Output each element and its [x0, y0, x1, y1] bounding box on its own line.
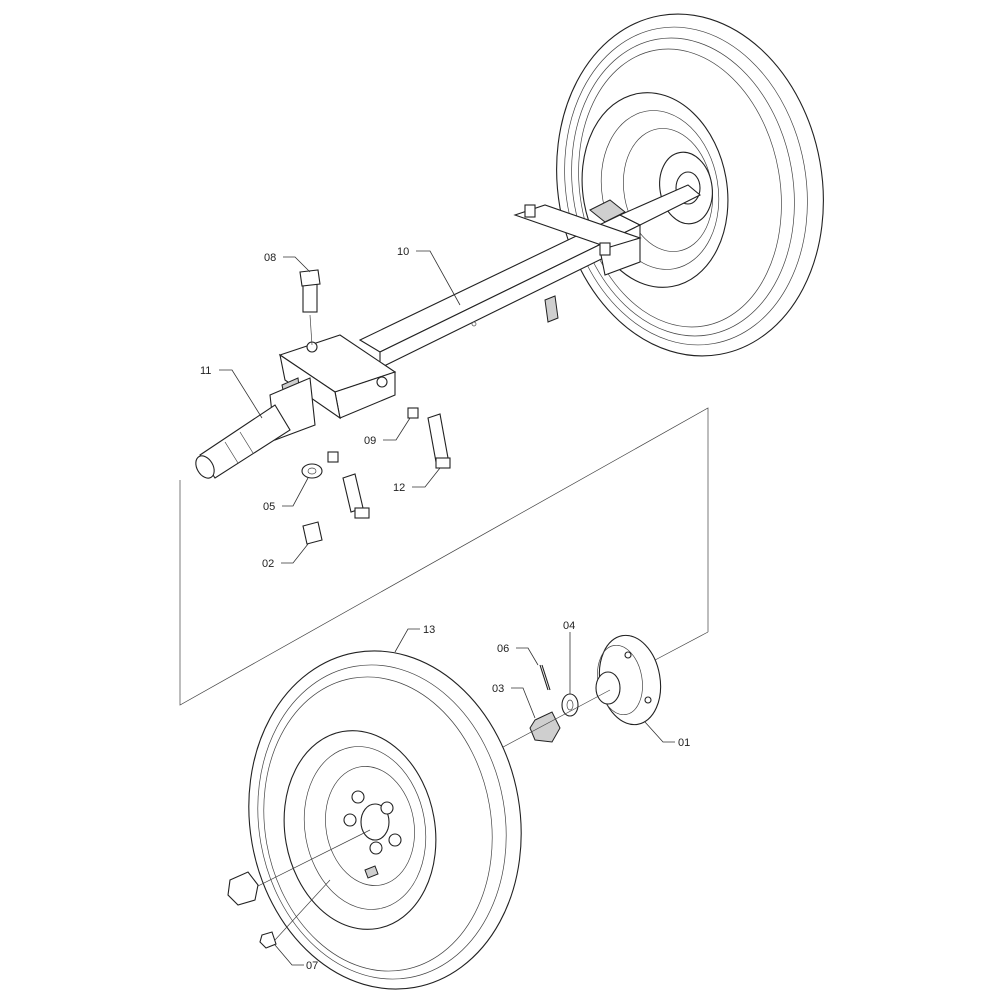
- callout-10: 10: [397, 246, 409, 258]
- callout-02: 02: [262, 558, 274, 570]
- callout-01: 01: [678, 737, 690, 749]
- lower-wheel: [248, 650, 522, 990]
- callout-06: 06: [497, 643, 509, 655]
- left-bracket: [195, 334, 397, 479]
- callout-13: 13: [423, 624, 435, 636]
- hub-assembly: [459, 634, 662, 771]
- callout-09: 09: [364, 435, 376, 447]
- callout-11: 11: [200, 365, 211, 377]
- fasteners: [299, 269, 451, 545]
- callout-12: 12: [393, 482, 405, 494]
- callout-03: 03: [492, 683, 504, 695]
- callouts: 08 10 11 09 12 05 02 13 06 04 03 01 07: [200, 246, 690, 972]
- callout-04: 04: [563, 620, 575, 632]
- hub-cap: [227, 871, 277, 949]
- callout-05: 05: [263, 501, 275, 513]
- axle-beam: [358, 184, 701, 369]
- callout-07: 07: [306, 960, 318, 972]
- callout-08: 08: [264, 252, 276, 264]
